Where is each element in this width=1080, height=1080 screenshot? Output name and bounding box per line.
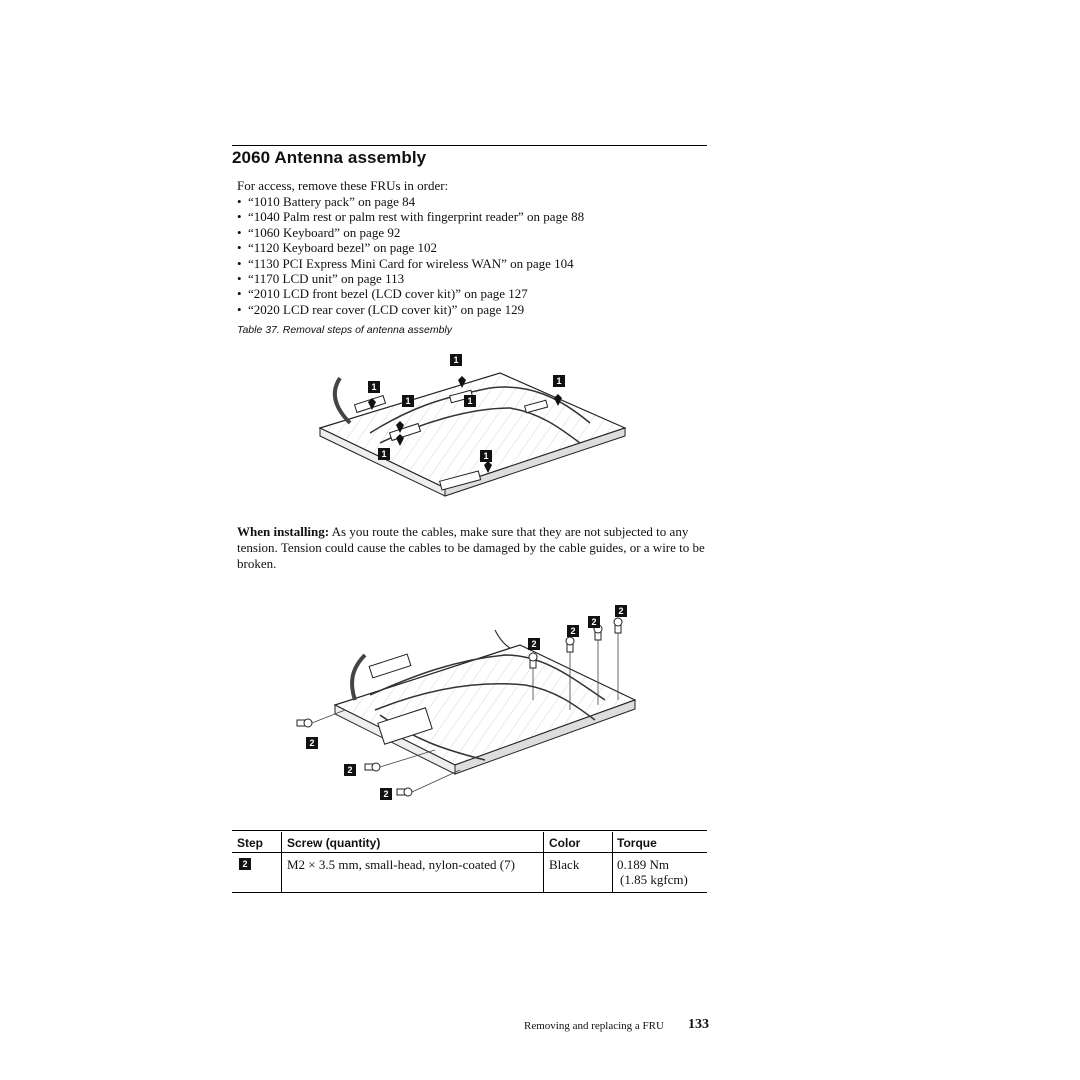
list-item[interactable]: •“1040 Palm rest or palm rest with finge…	[237, 209, 585, 225]
callout-1: 1	[405, 396, 410, 406]
table-column-divider	[281, 832, 282, 892]
callout-2: 2	[570, 626, 575, 636]
list-item[interactable]: •“2010 LCD front bezel (LCD cover kit)” …	[237, 286, 528, 302]
table-header-rule	[232, 852, 707, 853]
install-label: When installing:	[237, 524, 330, 539]
table-cell-color: Black	[549, 857, 580, 872]
callout-2: 2	[347, 765, 352, 775]
step-badge: 2	[239, 858, 251, 870]
list-item[interactable]: •“1120 Keyboard bezel” on page 102	[237, 240, 438, 256]
install-text: As you route the cables, make sure that …	[237, 524, 705, 571]
callout-1: 1	[556, 376, 561, 386]
table-bottom-rule	[232, 892, 707, 893]
table-column-divider	[612, 832, 613, 892]
table-header-screw: Screw (quantity)	[287, 836, 381, 850]
callout-1: 1	[483, 451, 488, 461]
table-cell-torque: 0.189 Nm	[617, 857, 669, 872]
list-item[interactable]: •“1170 LCD unit” on page 113	[237, 270, 405, 286]
callout-2: 2	[618, 606, 623, 616]
callout-1: 1	[467, 396, 472, 406]
list-item[interactable]: •“1010 Battery pack” on page 84	[237, 194, 416, 209]
table-caption: Table 37. Removal steps of antenna assem…	[237, 324, 452, 336]
list-item[interactable]: •“1060 Keyboard” on page 92	[237, 224, 401, 240]
heading-rule	[232, 145, 707, 146]
list-item[interactable]: •“2020 LCD rear cover (LCD cover kit)” o…	[237, 301, 525, 317]
table-cell-torque-alt: (1.85 kgfcm)	[620, 872, 688, 887]
table-column-divider	[543, 832, 544, 892]
page-number: 133	[688, 1017, 709, 1032]
callout-1: 1	[453, 355, 458, 365]
list-item[interactable]: •“1130 PCI Express Mini Card for wireles…	[237, 255, 574, 271]
callout-2: 2	[383, 789, 388, 799]
table-header-color: Color	[549, 836, 581, 850]
callout-2: 2	[531, 639, 536, 649]
callout-2: 2	[591, 617, 596, 627]
callout-2: 2	[309, 738, 314, 748]
intro-text: For access, remove these FRUs in order:	[237, 178, 449, 193]
page-title: 2060 Antenna assembly	[232, 148, 427, 167]
fru-list: •“1010 Battery pack” on page 84 •“1040 P…	[237, 194, 584, 317]
table-cell-screw: M2 × 3.5 mm, small-head, nylon-coated (7…	[287, 857, 515, 872]
antenna-removal-figure: 1 1 1 1 1 1 1	[318, 354, 627, 497]
table-header-torque: Torque	[617, 836, 657, 850]
install-note: When installing: As you route the cables…	[237, 524, 707, 572]
callout-1: 1	[381, 449, 386, 459]
screw-install-figure: 2 2 2 2 2 2 2	[296, 605, 637, 800]
footer-text: Removing and replacing a FRU	[524, 1020, 664, 1032]
table-top-rule	[232, 830, 707, 831]
table-header-step: Step	[237, 836, 264, 850]
callout-1: 1	[371, 382, 376, 392]
